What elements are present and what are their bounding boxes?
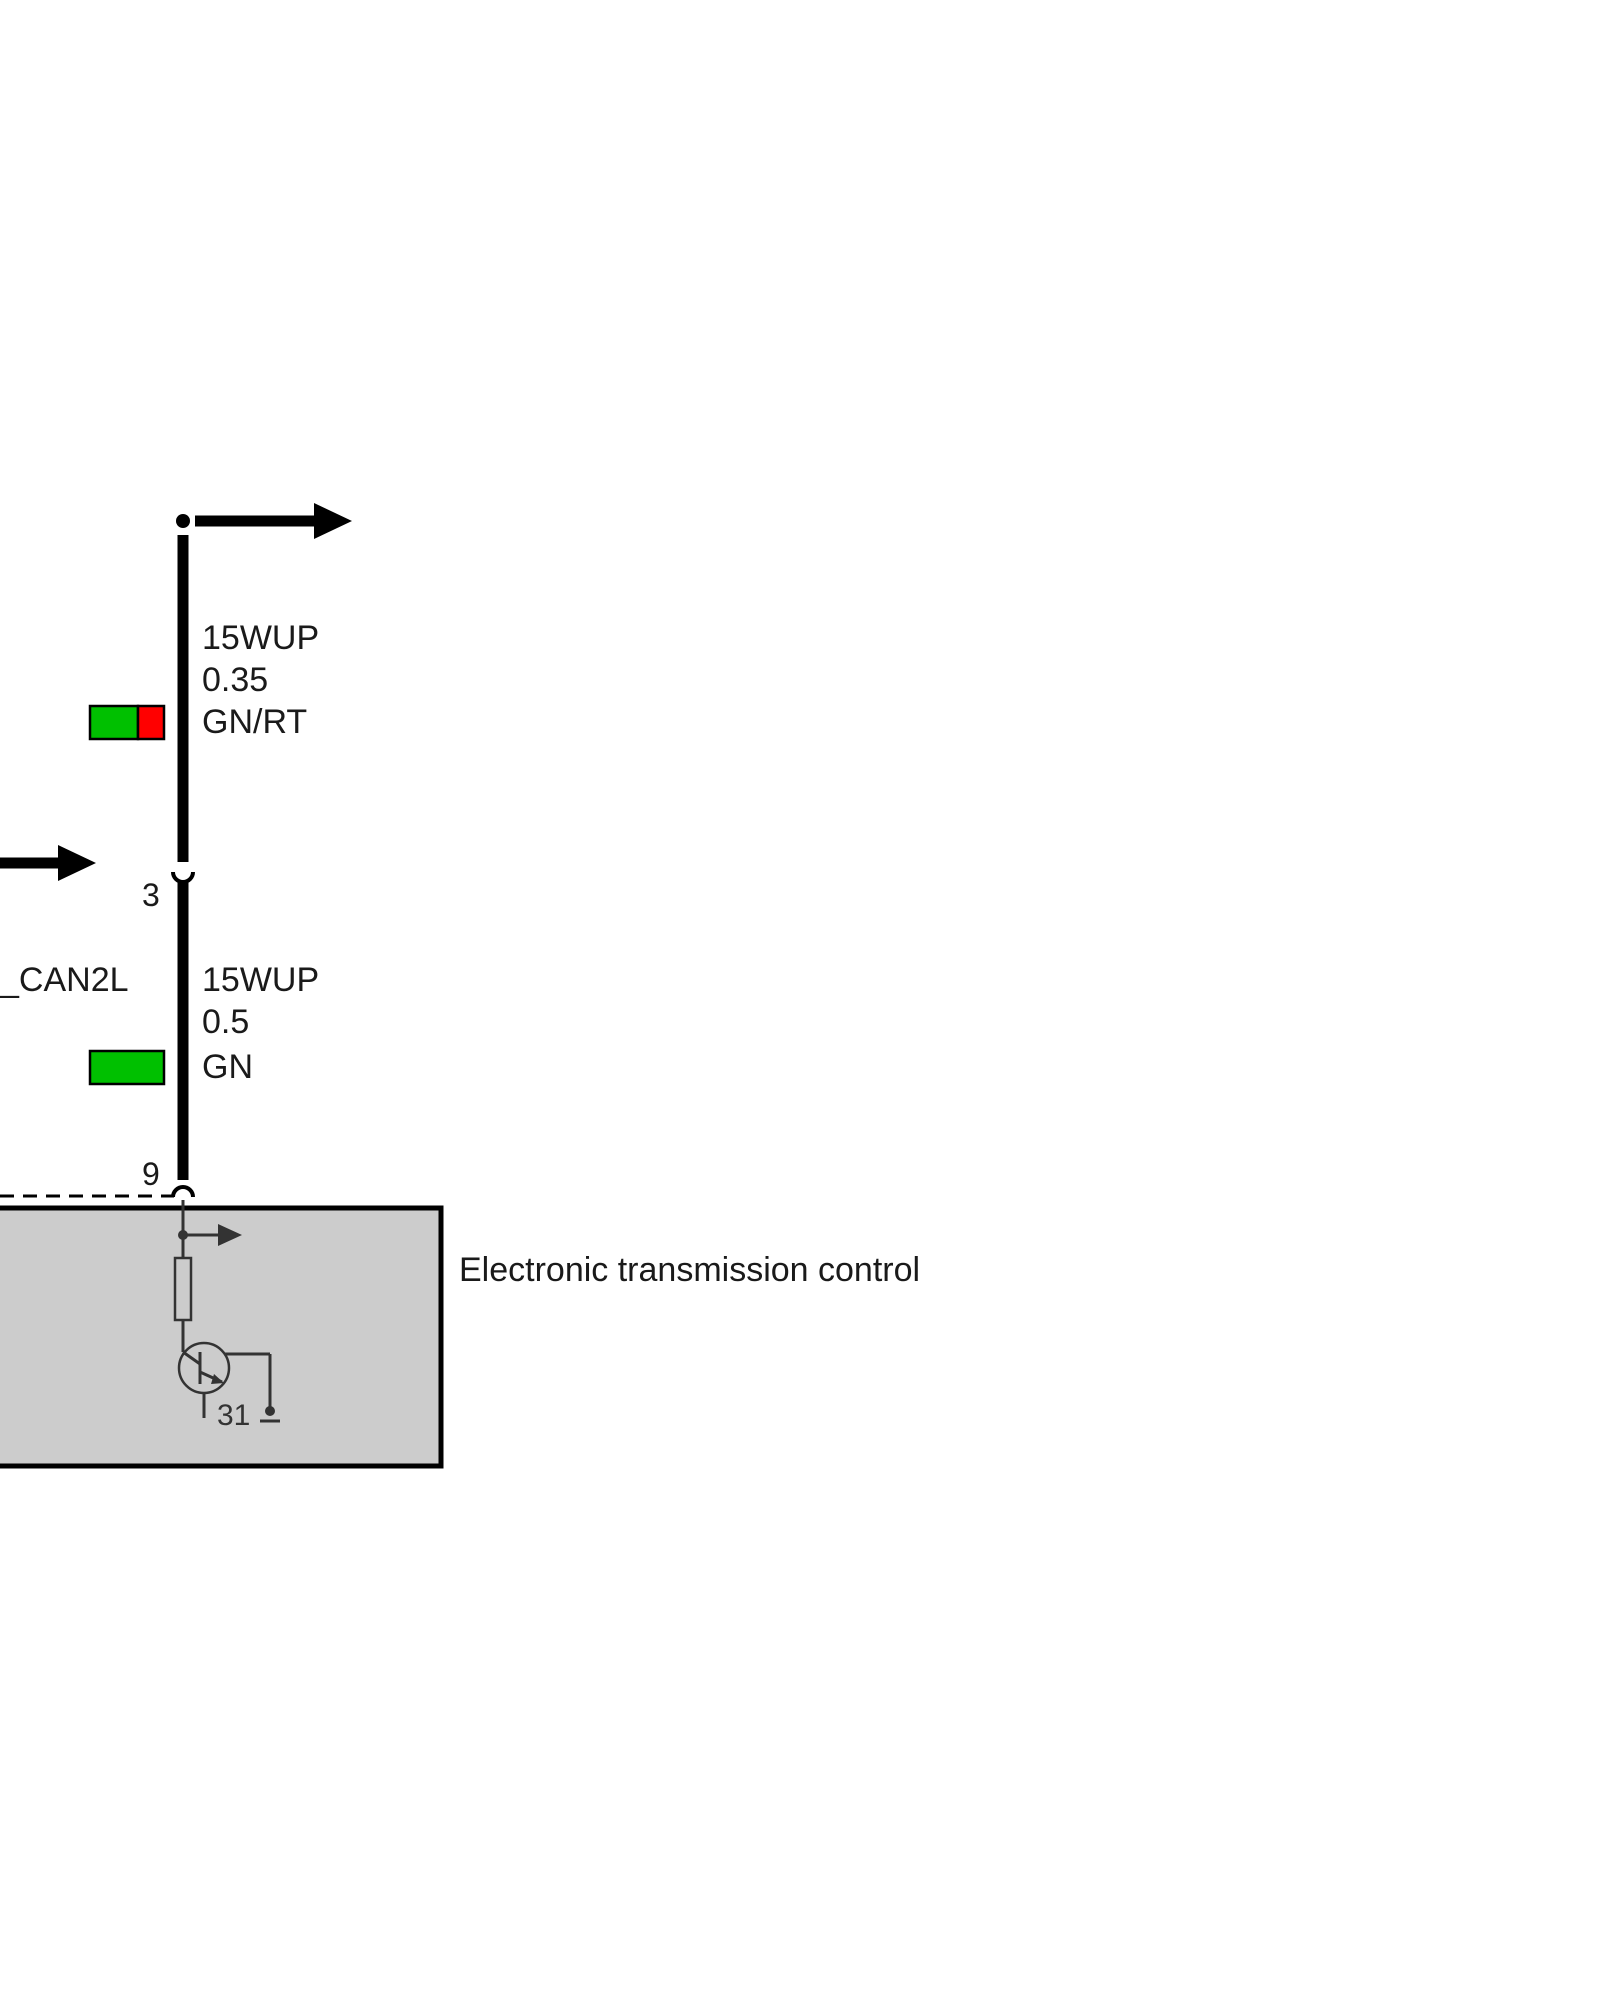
module-name: Electronic transmission control (459, 1251, 920, 1289)
lower-wire-signal: 15WUP (202, 961, 319, 999)
lower-wire-color-swatch (88, 1049, 166, 1086)
upper-continuation-arrow (176, 503, 352, 539)
module-pin-9 (171, 1185, 195, 1198)
lower-wire-color-code: GN (202, 1048, 253, 1086)
upper-wire-signal: 15WUP (202, 619, 319, 657)
left-signal-arrow (0, 845, 96, 881)
lower-wire-cross-section: 0.5 (202, 1003, 249, 1041)
upper-wire-cross-section: 0.35 (202, 661, 268, 699)
upper-wire-color-code: GN/RT (202, 703, 307, 741)
module-box (0, 1205, 444, 1469)
ground-terminal-label: 31 (217, 1399, 250, 1432)
connector-pin-label: 3 (142, 877, 160, 913)
internal-circuit-symbol (173, 1200, 280, 1423)
module-pin-label: 9 (142, 1156, 160, 1192)
left-signal-label: _CAN2L (0, 961, 129, 999)
upper-wire-color-swatch (88, 704, 166, 741)
